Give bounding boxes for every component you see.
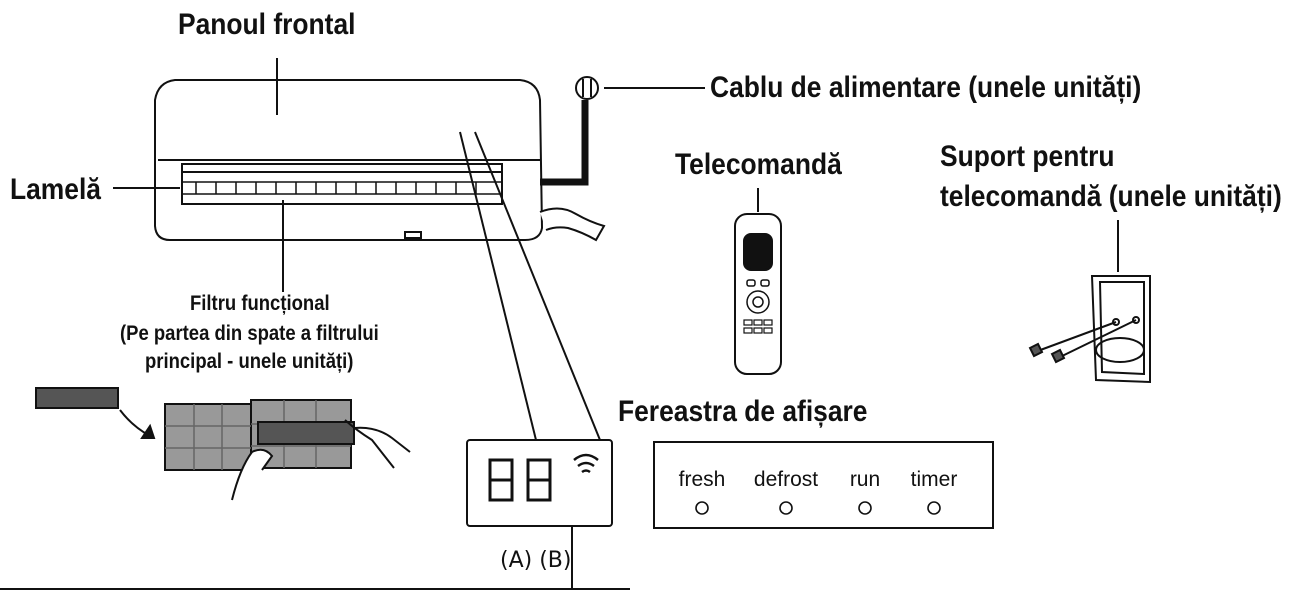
label-functional-filter-line3: principal - unele unități) <box>145 350 354 373</box>
remote-holder <box>1028 275 1151 384</box>
label-louver: Lamelă <box>10 173 101 206</box>
label-functional-filter-line1: Filtru funcțional <box>190 292 330 315</box>
display-zoom-line-b <box>474 131 601 441</box>
indicator-label-defrost: defrost <box>754 468 818 491</box>
indicator-display: fresh defrost run timer <box>653 441 994 529</box>
indicator-light-fresh <box>695 501 709 515</box>
seven-segment-digits <box>488 458 552 502</box>
label-front-panel: Panoul frontal <box>178 8 356 41</box>
filter-illustration <box>35 387 411 501</box>
label-functional-filter-line2: (Pe partea din spate a filtrului <box>120 322 379 345</box>
indicator-light-defrost <box>779 501 793 515</box>
label-display-window: Fereastra de afișare <box>618 395 868 428</box>
indicator-light-timer <box>927 501 941 515</box>
display-zoom-line-a <box>459 131 537 441</box>
indicator-light-run <box>858 501 872 515</box>
label-remote-holder-line2: telecomandă (unele unități) <box>940 180 1282 213</box>
indicator-label-timer: timer <box>911 468 958 491</box>
label-remote: Telecomandă <box>675 148 842 181</box>
wifi-icon <box>573 453 599 474</box>
label-power-cable: Cablu de alimentare (unele unități) <box>710 71 1142 104</box>
indoor-unit <box>154 79 544 241</box>
indicator-label-fresh: fresh <box>679 468 726 491</box>
remote-control <box>734 213 782 375</box>
label-remote-holder-line1: Suport pentru <box>940 140 1115 173</box>
indicator-label-run: run <box>850 468 880 491</box>
power-cable <box>539 76 606 242</box>
display-window-panel <box>0 439 630 590</box>
label-display-a-b: (A) (B) <box>500 548 572 573</box>
